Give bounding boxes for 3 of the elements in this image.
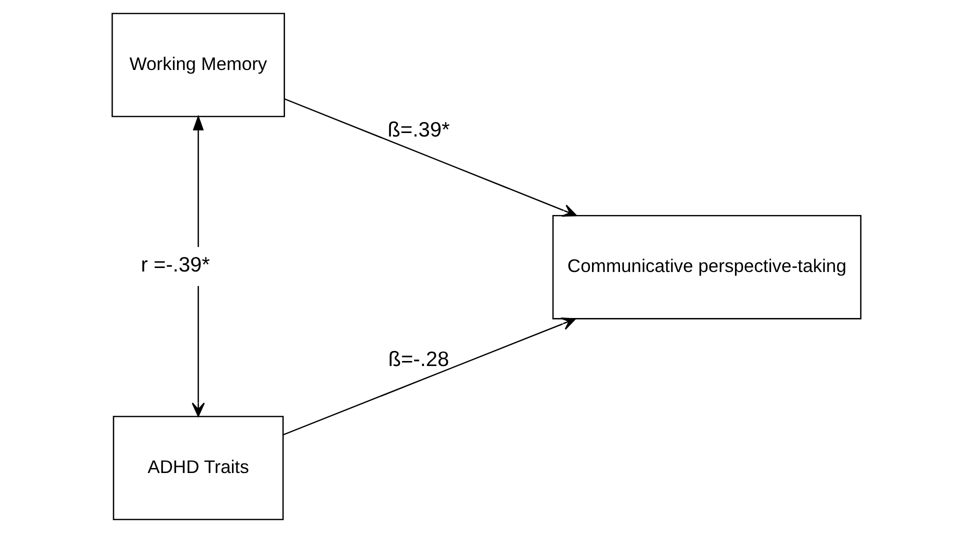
edge-label: ß=.39* (387, 118, 450, 142)
edge-label: r =-.39* (140, 253, 210, 276)
edge-label: ß=-.28 (388, 348, 449, 372)
